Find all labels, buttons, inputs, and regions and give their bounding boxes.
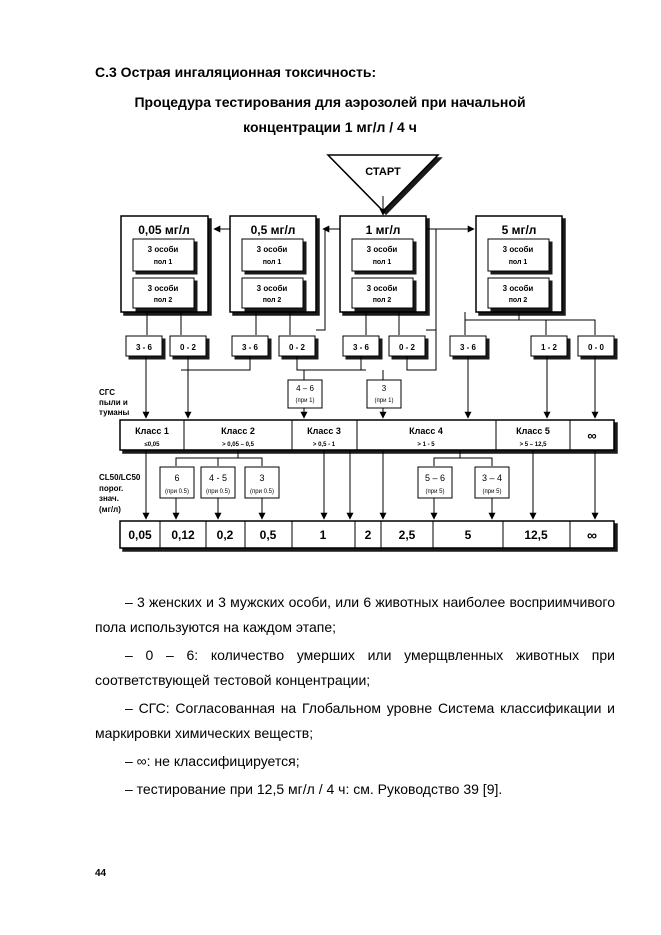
mid-box-note: (при 1) — [375, 398, 394, 404]
outcome-label: 3 - 6 — [460, 343, 477, 352]
group-sex: пол 1 — [154, 259, 173, 266]
threshold-value: 0,5 — [260, 528, 277, 542]
class-name: Класс 5 — [516, 426, 550, 436]
group-sex: пол 2 — [373, 297, 392, 304]
mid-box-0: 4 – 6 (при 1) — [287, 379, 323, 409]
class-name: ∞ — [587, 428, 596, 443]
dose-box-3: 5 мг/л 3 особи пол 1 3 особи пол 2 — [475, 215, 563, 313]
threshold-value: ∞ — [587, 527, 597, 543]
outcome-label: 3 - 6 — [353, 343, 370, 352]
group-label: 3 особи — [257, 284, 288, 293]
cl50-label: CL50/LC50 порог. знач. (мг/л) — [99, 473, 141, 514]
class-range: > 1 - 5 — [417, 442, 435, 448]
outcome-label: 0 - 2 — [289, 343, 306, 352]
outcome-boxes: 3 - 6 0 - 2 3 - 6 0 - 2 3 - 6 0 - 2 3 - … — [125, 335, 615, 357]
lower-box-note: (при 5) — [483, 489, 502, 495]
lower-box-value: 4 - 5 — [209, 473, 227, 483]
sgs-label-line: туманы — [99, 408, 130, 417]
group-label: 3 особи — [367, 284, 398, 293]
lower-box-value: 5 – 6 — [425, 473, 445, 483]
outcome-label: 3 - 6 — [242, 343, 259, 352]
dose-box-2: 1 мг/л 3 особи пол 1 3 особи пол 2 — [339, 215, 427, 313]
sgs-label: СГС пыли и туманы — [99, 388, 130, 417]
start-node: СТАРТ — [326, 154, 440, 213]
page-number: 44 — [95, 868, 107, 879]
note-item: – тестирование при 12,5 мг/л / 4 ч: см. … — [125, 781, 503, 797]
group-sex: пол 2 — [154, 297, 173, 304]
lower-box-note: (при 0.5) — [206, 489, 230, 495]
mid-box-note: (при 1) — [296, 398, 315, 404]
mid-box-value: 4 – 6 — [296, 384, 314, 393]
dose-box-1: 0,5 мг/л 3 особи пол 1 3 особи пол 2 — [229, 215, 317, 313]
group-sex: пол 1 — [373, 259, 392, 266]
diagram-title-line-2: концентрации 1 мг/л / 4 ч — [243, 119, 417, 135]
dose-label: 0,5 мг/л — [251, 223, 296, 237]
group-label: 3 особи — [503, 284, 534, 293]
group-label: 3 особи — [148, 245, 179, 254]
class-name: Класс 2 — [221, 426, 255, 436]
threshold-value: 0,2 — [217, 528, 234, 542]
section-heading: C.3 Острая ингаляционная токсичность: — [95, 64, 377, 80]
group-label: 3 особи — [257, 245, 288, 254]
lower-box-note: (при 5) — [426, 489, 445, 495]
class-name: Класс 3 — [307, 426, 341, 436]
dose-box-0: 0,05 мг/л 3 особи пол 1 3 особи пол 2 — [120, 215, 209, 313]
note-item: – СГС: Согласованная на Глобальном уровн… — [95, 700, 615, 741]
dose-label: 0,05 мг/л — [138, 223, 190, 237]
dose-label: 5 мг/л — [502, 223, 537, 237]
outcome-label: 0 - 2 — [180, 343, 197, 352]
lower-box-value: 6 — [174, 473, 179, 483]
mid-box-value: 3 — [382, 384, 387, 393]
outcome-label: 1 - 2 — [541, 343, 558, 352]
cl50-label-line: (мг/л) — [99, 505, 121, 514]
group-sex: пол 1 — [509, 259, 528, 266]
class-range: > 5 – 12,5 — [520, 442, 548, 448]
lower-box-value: 3 — [259, 473, 264, 483]
outcome-label: 0 - 0 — [588, 343, 605, 352]
lower-box-note: (при 0.5) — [250, 489, 274, 495]
threshold-value: 5 — [465, 528, 472, 542]
group-label: 3 особи — [503, 245, 534, 254]
outcome-label: 0 - 2 — [399, 343, 416, 352]
note-item: – 3 женских и 3 мужских особи, или 6 жив… — [95, 594, 615, 635]
mid-box-1: 3 (при 1) — [366, 379, 402, 409]
class-range: > 0,05 – 0,5 — [222, 442, 255, 448]
threshold-value: 12,5 — [524, 528, 548, 542]
lower-boxes: 6 (при 0.5) 4 - 5 (при 0.5) 3 (при 0.5) … — [159, 466, 510, 499]
lower-box-note: (при 0.5) — [165, 489, 189, 495]
threshold-value: 0,05 — [128, 528, 152, 542]
sgs-label-line: пыли и — [99, 398, 128, 407]
class-range: ≤0,05 — [145, 442, 161, 448]
note-item: – ∞: не классифицируется; — [125, 753, 300, 769]
classes-bar: Класс 1 ≤0,05 Класс 2 > 0,05 – 0,5 Класс… — [119, 419, 615, 451]
group-label: 3 особи — [148, 284, 179, 293]
group-sex: пол 1 — [263, 259, 282, 266]
outcome-label: 3 - 6 — [136, 343, 153, 352]
class-name: Класс 4 — [409, 426, 443, 436]
testing-procedure-flowchart: СТАРТ 0,05 мг/л 3 особи пол 1 3 особи по… — [99, 154, 615, 549]
class-range: > 0,5 - 1 — [313, 442, 336, 448]
values-bar: 0,05 0,12 0,2 0,5 1 2 2,5 5 12,5 ∞ — [119, 520, 615, 549]
cl50-label-line: порог. — [99, 484, 123, 493]
cl50-label-line: знач. — [99, 494, 119, 503]
dose-label: 1 мг/л — [366, 223, 401, 237]
threshold-value: 0,12 — [171, 528, 195, 542]
lower-box-value: 3 – 4 — [482, 473, 502, 483]
cl50-label-line: CL50/LC50 — [99, 473, 141, 482]
class-name: Класс 1 — [135, 426, 169, 436]
note-item: – 0 – 6: количество умерших или умерщвле… — [95, 647, 615, 688]
threshold-value: 1 — [320, 528, 327, 542]
group-sex: пол 2 — [509, 297, 528, 304]
threshold-value: 2,5 — [399, 528, 416, 542]
group-label: 3 особи — [367, 245, 398, 254]
start-label: СТАРТ — [365, 166, 401, 178]
group-sex: пол 2 — [263, 297, 282, 304]
sgs-label-line: СГС — [99, 388, 115, 397]
diagram-title-line-1: Процедура тестирования для аэрозолей при… — [134, 94, 526, 110]
threshold-value: 2 — [365, 528, 372, 542]
notes-list: – 3 женских и 3 мужских особи, или 6 жив… — [95, 590, 615, 805]
